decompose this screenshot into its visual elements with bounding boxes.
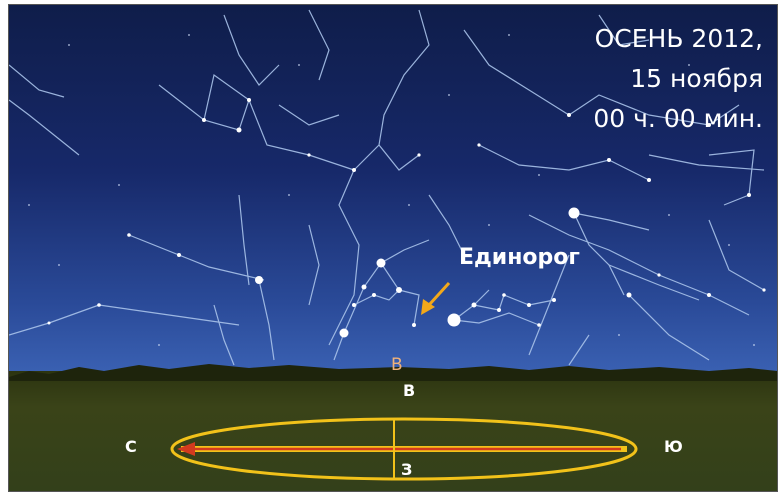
caption-season-year: ОСЕНЬ 2012, xyxy=(594,24,763,53)
faint-stars xyxy=(28,34,755,346)
horizon-compass xyxy=(170,417,638,481)
compass-label-right: Ю xyxy=(664,437,683,456)
constellation-label: Единорог xyxy=(459,245,580,270)
constellation-lines xyxy=(9,9,765,366)
caption-time: 00 ч. 00 мин. xyxy=(593,104,763,133)
compass-label-top: В xyxy=(403,381,416,400)
sky-panel: ОСЕНЬ 2012, 15 ноября 00 ч. 00 мин. Един… xyxy=(8,4,778,492)
star-map xyxy=(9,9,777,481)
pointer-arrow xyxy=(421,281,451,315)
horizon-ellipse xyxy=(170,417,638,481)
treeline xyxy=(9,364,777,381)
compass-label-bottom: З xyxy=(401,460,413,479)
caption-date: 15 ноября xyxy=(630,64,763,93)
stars xyxy=(47,98,766,338)
compass-label-left: С xyxy=(125,437,137,456)
direction-arrowhead xyxy=(177,442,195,456)
horizon-direction-marker: В xyxy=(391,355,403,375)
